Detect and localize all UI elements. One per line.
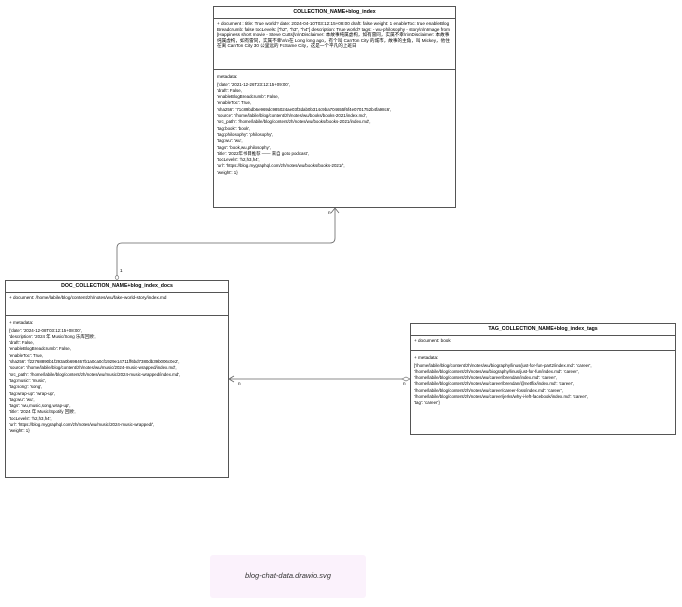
collection-metadata-line: {'date': '2021-12-26T23:12:15+09:00',	[217, 81, 290, 87]
collection-title: COLLECTION_NAME+blog_index	[214, 7, 455, 19]
multiplicity-tags-left: n	[403, 381, 406, 386]
docs-metadata-line: 'description': '2024 年 Music/Song 乐库回顾',	[9, 333, 96, 339]
collection-metadata-line: 'tag:philosophy': 'philosophy',	[217, 131, 274, 137]
arrow-head-collection	[330, 207, 340, 214]
docs-title: DOC_COLLECTION_NAME+blog_index_docs	[6, 281, 228, 293]
edge-collection-docs	[116, 208, 336, 276]
docs-metadata-line: 'src_path': '/home/labile/blog/content/z…	[9, 371, 181, 377]
docs-class-box[interactable]: DOC_COLLECTION_NAME+blog_index_docs + do…	[5, 280, 229, 478]
collection-metadata-line: 'source': '/home/labile/blog/content/zh/…	[217, 113, 367, 119]
diagram-caption: blog-chat-data.drawio.svg	[245, 571, 331, 580]
docs-metadata-line: 'sha256': 'f22768890b1f293a0b698467b1a0c…	[9, 359, 180, 365]
collection-metadata-line: 'enableBlogBreadcrumb': False,	[217, 94, 279, 100]
collection-metadata-lines: {'date': '2021-12-26T23:12:15+09:00','dr…	[214, 82, 455, 176]
docs-metadata-line: 'weight': 1}	[9, 428, 30, 434]
caption-box: blog-chat-data.drawio.svg	[210, 555, 366, 598]
docs-metadata-line: 'url': 'https://blog.mygraphql.com/zh/no…	[9, 422, 155, 428]
tags-class-box[interactable]: TAG_COLLECTION_NAME+blog_index_tags + do…	[410, 323, 676, 435]
tags-metadata-line: '/home/labile/blog/content/zh/notes/wu/c…	[414, 381, 575, 387]
docs-metadata-line: 'tags': 'wu,music,song,wrap-up',	[9, 403, 71, 409]
collection-metadata-line: 'sha256': '71c89bdb6e969dc985024ae03f3da…	[217, 106, 392, 112]
docs-metadata-line: 'tag:song': 'song',	[9, 384, 43, 390]
collection-metadata-line: 'enableToc': True,	[217, 100, 252, 106]
docs-metadata-line: 'tocLevels': 'h2,h3,h4',	[9, 415, 52, 421]
multiplicity-collection: n	[328, 210, 331, 215]
multiplicity-docs-right: n	[238, 381, 241, 386]
docs-metadata-line: 'enableBlogBreadcrumb': False,	[9, 346, 71, 352]
docs-metadata-line: 'title': '2024 年 Music/Spotify 回顾',	[9, 409, 76, 415]
tags-metadata-line: ['/home/labile/blog/content/zh/notes/wu/…	[414, 362, 592, 368]
docs-metadata-line: 'tag:music': 'music',	[9, 377, 47, 383]
collection-metadata-line: 'title': '2022年书目推荐 —— 来自 goto podcast',	[217, 150, 309, 156]
collection-metadata-line: 'url': 'https://blog.mygraphql.com/zh/no…	[217, 163, 345, 169]
tags-document-field: + document: book	[411, 336, 675, 351]
docs-metadata-label: + metadata:	[9, 320, 34, 325]
collection-metadata-label: metadata:	[217, 74, 238, 79]
collection-metadata-line: 'draft': False,	[217, 87, 242, 93]
tags-metadata-line: '/home/labile/blog/content/zh/notes/wu/c…	[414, 394, 589, 400]
tags-title: TAG_COLLECTION_NAME+blog_index_tags	[411, 324, 675, 336]
docs-metadata-line: 'enableToc': True,	[9, 352, 44, 358]
collection-document-field: + document : title: True world? date: 20…	[214, 19, 455, 70]
docs-metadata-line: 'tag:wrap-up': 'wrap-up',	[9, 390, 56, 396]
collection-class-box[interactable]: COLLECTION_NAME+blog_index + document : …	[213, 6, 456, 208]
collection-metadata-line: 'weight': 1}	[217, 169, 238, 175]
tags-metadata-label: + metadata:	[414, 355, 439, 360]
tags-metadata-line: '/home/labile/blog/content/zh/notes/wu/b…	[414, 368, 579, 374]
docs-document-field: + document: /home/labile/blog/content/zh…	[6, 293, 228, 316]
multiplicity-docs-top: 1	[120, 268, 123, 273]
collection-metadata-line: 'tags': 'book,wu,philosophy',	[217, 144, 271, 150]
docs-metadata-line: 'source': '/home/labile/blog/content/zh/…	[9, 365, 177, 371]
docs-metadata-lines: {'date': '2024-12-08T03:12:15+08:00','de…	[6, 328, 228, 435]
docs-metadata-line: {'date': '2024-12-08T03:12:15+08:00',	[9, 327, 82, 333]
collection-metadata-line: 'tag:book': 'book',	[217, 125, 251, 131]
docs-metadata-line: 'draft': False,	[9, 340, 34, 346]
collection-metadata-line: 'tocLevels': 'h2,h3,h4',	[217, 157, 260, 163]
arrow-head-docs	[228, 375, 235, 383]
tags-metadata-line: 'tag': 'career'}	[414, 400, 440, 406]
aggregation-diamond-docs	[114, 275, 120, 280]
docs-metadata-line: 'tag:wu': 'wu',	[9, 396, 35, 402]
tags-metadata-line: '/home/labile/blog/content/zh/notes/wu/c…	[414, 387, 563, 393]
tags-metadata-lines: ['/home/labile/blog/content/zh/notes/wu/…	[411, 363, 675, 407]
collection-metadata-line: 'tag:wu': 'wu',	[217, 138, 243, 144]
tags-metadata-line: '/home/labile/blog/content/zh/notes/wu/c…	[414, 375, 557, 381]
collection-metadata-line: 'src_path': '/home/labile/blog/content/z…	[217, 119, 371, 125]
